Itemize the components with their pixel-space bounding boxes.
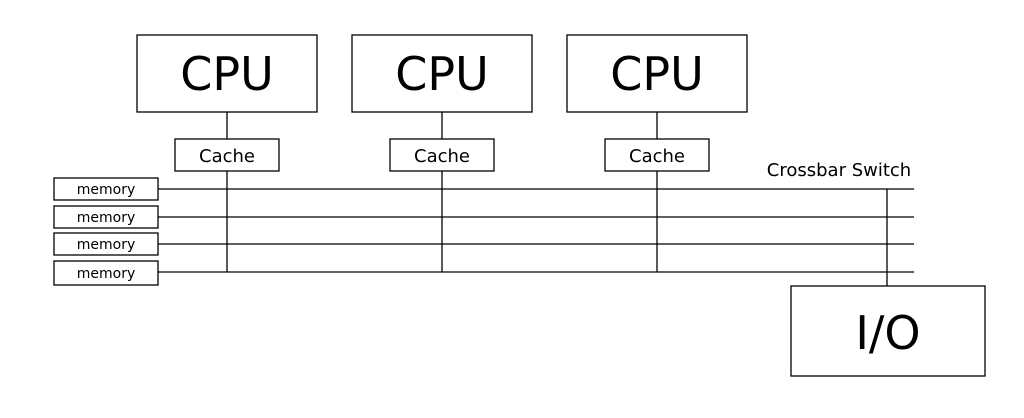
memory-label-1: memory (77, 182, 136, 198)
cpu-label-2: CPU (395, 47, 489, 101)
memory-bank: memory memory memory memory (53, 177, 159, 286)
cache-label-3: Cache (629, 146, 685, 167)
cpu-node-3: CPU Cache (566, 34, 748, 272)
cache-label-2: Cache (414, 146, 470, 167)
memory-box-2 (53, 205, 159, 229)
cpu-box-1 (136, 34, 318, 113)
memory-label-2: memory (77, 210, 136, 226)
memory-box-3 (53, 232, 159, 256)
crossbar-switch-label: Crossbar Switch (767, 160, 911, 181)
cpu-node-2: CPU Cache (351, 34, 533, 272)
memory-label-4: memory (77, 266, 136, 282)
cpu-box-3 (566, 34, 748, 113)
memory-label-3: memory (77, 237, 136, 253)
cpu-label-1: CPU (180, 47, 274, 101)
io-box (790, 285, 986, 377)
cpu-node-1: CPU Cache (136, 34, 318, 272)
cache-label-1: Cache (199, 146, 255, 167)
io-label: I/O (855, 306, 920, 360)
cpu-label-3: CPU (610, 47, 704, 101)
io-node: I/O (790, 189, 986, 377)
memory-box-4 (53, 260, 159, 286)
memory-box-1 (53, 177, 159, 201)
cpu-box-2 (351, 34, 533, 113)
crossbar-bus-lines (158, 188, 914, 273)
